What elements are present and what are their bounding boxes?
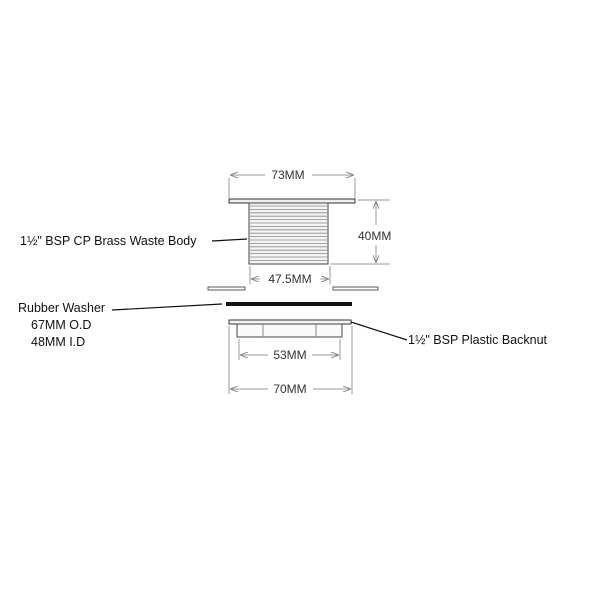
label-washer-id: 48MM I.D: [31, 335, 85, 349]
dimension-73mm: 73MM: [228, 168, 356, 198]
dim-body-height: 40MM: [358, 229, 391, 243]
dimension-40mm: 40MM: [330, 199, 391, 265]
dimension-70mm: 70MM: [228, 326, 353, 396]
sink-surface: [207, 286, 379, 291]
rubber-washer: [226, 302, 352, 306]
label-washer-title: Rubber Washer: [18, 301, 105, 315]
dimension-47-5mm: 47.5MM: [249, 266, 331, 286]
dimension-53mm: 53MM: [238, 339, 341, 362]
backnut-leader: [350, 321, 408, 341]
waste-body-leader: [211, 238, 248, 242]
dim-backnut-outer: 70MM: [273, 382, 306, 396]
washer-leader: [111, 303, 223, 311]
dim-backnut-inner: 53MM: [273, 348, 306, 362]
waste-body: [228, 198, 356, 265]
label-washer-od: 67MM O.D: [31, 318, 91, 332]
plastic-backnut: [228, 319, 352, 338]
dim-thread-width: 47.5MM: [268, 272, 311, 286]
dim-flange-width: 73MM: [271, 168, 304, 182]
label-backnut: 1½" BSP Plastic Backnut: [408, 333, 548, 347]
label-waste-body: 1½" BSP CP Brass Waste Body: [20, 234, 197, 248]
